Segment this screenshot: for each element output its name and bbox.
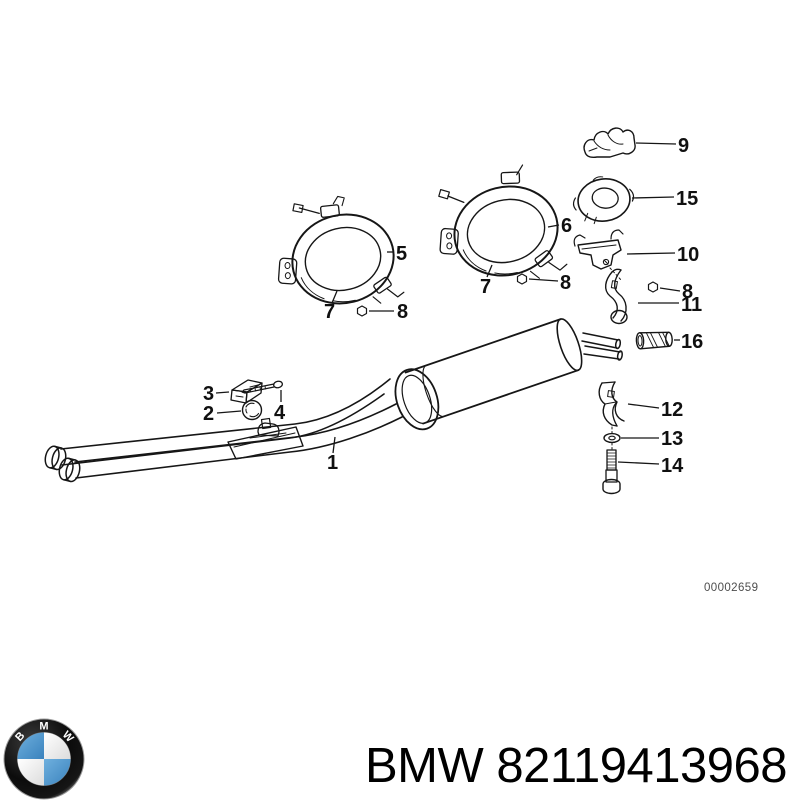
part-bolt [602,426,621,495]
part-nut-ring-right [516,273,528,285]
callout-1: 1 [327,452,338,474]
callout-14: 14 [661,455,684,477]
part-rear-bracket [598,381,625,427]
callout-labels: 1 2 3 4 5 6 7 7 8 8 8 9 10 11 12 13 14 1… [203,135,703,477]
callout-7-right: 7 [480,276,491,298]
part-hanger-bracket [605,268,628,325]
part-tailpipes [581,332,623,361]
callout-5: 5 [396,243,407,265]
part-exhaust-sleeve [635,331,673,350]
part-small-bracket [230,379,263,404]
callout-10: 10 [677,244,699,266]
drawing-number: 00002659 [704,582,759,594]
part-clamp-ring-right [438,164,568,279]
callout-16: 16 [681,331,703,353]
callout-4: 4 [274,402,286,424]
callout-8-left: 8 [397,301,408,323]
part-screw [241,380,284,394]
callout-9: 9 [678,135,689,157]
part-nut-bracket [647,281,659,293]
exhaust-diagram: 1 2 3 4 5 6 7 7 8 8 8 9 10 11 12 13 14 1… [44,127,703,495]
part-muffler [394,318,623,431]
callout-7-left: 7 [324,301,335,323]
part-heat-shield [583,127,636,158]
logo-letter-m: M [39,721,48,733]
callout-3: 3 [203,383,214,405]
part-support-bracket [573,229,624,282]
part-mounting-ring [572,176,635,225]
callout-13: 13 [661,428,683,450]
callout-8-ring: 8 [560,272,571,294]
part-clamp-ring-left [277,195,405,305]
part-nut-left [356,305,368,317]
callout-2: 2 [203,403,214,425]
callout-8-bracket: 8 [682,281,693,303]
callout-6: 6 [561,215,572,237]
leader-lines [215,142,681,465]
bmw-logo: B M W [2,717,86,801]
brand-part-number: BMW 82119413968 [365,739,788,793]
callout-15: 15 [676,188,698,210]
part-rubber-grommet [241,399,263,421]
part-washer [603,432,621,444]
part-front-pipe-assembly [44,378,403,483]
callout-11: 11 [681,294,702,316]
callout-12: 12 [661,399,683,421]
